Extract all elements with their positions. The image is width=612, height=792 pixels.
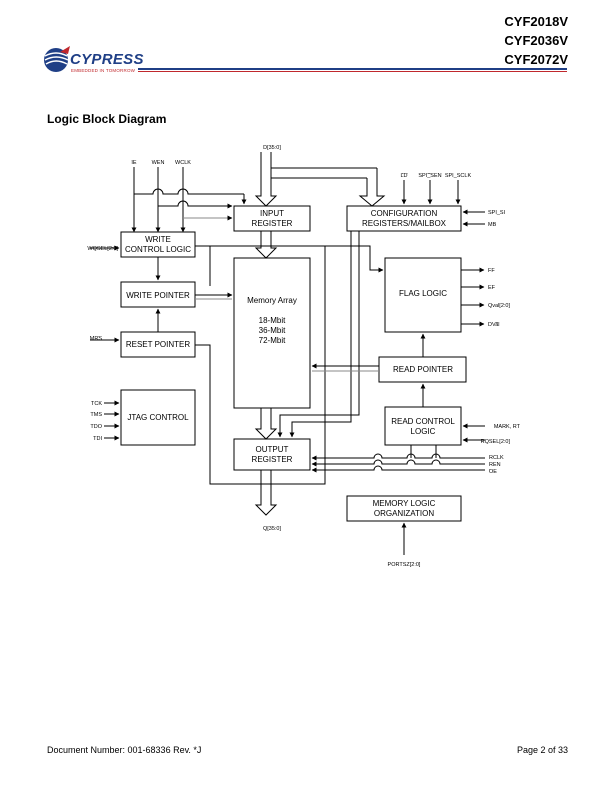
spi-si-label: SPI_SI — [488, 210, 506, 216]
part-number-2: CYF2036V — [504, 33, 568, 48]
output-register-box — [233, 438, 311, 471]
memory-array-label-3: 36-Mbit — [259, 326, 286, 335]
ef-label: EF — [488, 285, 496, 291]
mb-label: MB — [488, 222, 497, 228]
diagram-lines — [90, 152, 485, 555]
memory-array-box — [233, 257, 311, 409]
q-bus-label: Q[35:0] — [263, 526, 282, 532]
mark-rt-label: MARK, RT — [494, 424, 521, 430]
read-control-box — [384, 406, 462, 446]
config-registers-box — [346, 205, 462, 232]
portsz-label: PORTSZ[2:0] — [388, 562, 421, 568]
oe-label: OE — [489, 469, 497, 475]
d-bus-label: D[35:0] — [263, 145, 281, 151]
memory-array-label-4: 72-Mbit — [259, 336, 286, 345]
rqsel-label: RQSEL[2:0] — [481, 439, 511, 445]
config-registers-label-1: CONFIGURATION — [371, 209, 438, 218]
read-control-label-2: LOGIC — [411, 427, 436, 436]
part-number-3: CYF2072V — [504, 52, 568, 67]
qval-label: Qval[2:0] — [488, 303, 510, 309]
rclk-label: RCLK — [489, 455, 504, 461]
reset-pointer-label: RESET POINTER — [126, 340, 191, 349]
write-pointer-label: WRITE POINTER — [126, 291, 190, 300]
wen-label: WEN — [152, 160, 165, 166]
write-control-label-2: CONTROL LOGIC — [125, 245, 191, 254]
output-register-label-1: OUTPUT — [256, 445, 289, 454]
mrs-label: MRS — [90, 336, 103, 342]
input-register-label-2: REGISTER — [252, 219, 293, 228]
block-labels: INPUT REGISTER CONFIGURATION REGISTERS/M… — [125, 209, 455, 518]
flag-logic-box — [384, 257, 462, 333]
read-control-label-1: READ CONTROL — [391, 417, 455, 426]
wqsel-label: WQSEL[2:0] — [87, 246, 118, 252]
tck-label: TCK — [91, 401, 102, 407]
memory-array-label-1: Memory Array — [247, 296, 297, 305]
tms-label: TMS — [90, 412, 102, 418]
header-rule-blue — [138, 68, 567, 70]
config-registers-label-2: REGISTERS/MAILBOX — [362, 219, 447, 228]
header-rule-red — [138, 71, 567, 72]
input-register-box — [233, 205, 311, 232]
cypress-logo-icon — [44, 46, 70, 72]
read-pointer-label: READ POINTER — [393, 365, 453, 374]
ie-label: IE — [131, 160, 137, 166]
memory-logic-org-label-2: ORGANIZATION — [374, 509, 435, 518]
memory-logic-org-label-1: MEMORY LOGIC — [373, 499, 436, 508]
page-number: Page 2 of 33 — [516, 745, 568, 755]
tdi-label: TDI — [93, 436, 102, 442]
flag-logic-label: FLAG LOGIC — [399, 289, 447, 298]
signal-labels: D[35:0] Q[35:0] IE WEN WCLK LD SPI_SEN S… — [87, 145, 520, 568]
dval-label: DVal — [488, 322, 500, 328]
input-register-label-1: INPUT — [260, 209, 284, 218]
ren-label: REN — [489, 462, 501, 468]
wclk-label: WCLK — [175, 160, 191, 166]
spi-sen-label: SPI_SEN — [418, 173, 441, 179]
tdo-label: TDO — [90, 424, 102, 430]
part-number-1: CYF2018V — [504, 14, 568, 29]
memory-array-label-2: 18-Mbit — [259, 316, 286, 325]
output-register-label-2: REGISTER — [252, 455, 293, 464]
spi-sclk-label: SPI_SCLK — [445, 173, 472, 179]
cypress-logo-tagline: EMBEDDED IN TOMORROW — [71, 68, 136, 73]
jtag-control-box — [120, 389, 196, 446]
jtag-control-label: JTAG CONTROL — [127, 413, 189, 422]
cypress-logo-text: CYPRESS — [70, 51, 144, 68]
ld-label: LD — [400, 173, 407, 179]
ff-label: FF — [488, 268, 495, 274]
section-title: Logic Block Diagram — [47, 112, 167, 126]
doc-number: Document Number: 001-68336 Rev. *J — [47, 745, 202, 755]
write-control-label-1: WRITE — [145, 235, 171, 244]
memory-logic-org-box — [346, 495, 462, 522]
